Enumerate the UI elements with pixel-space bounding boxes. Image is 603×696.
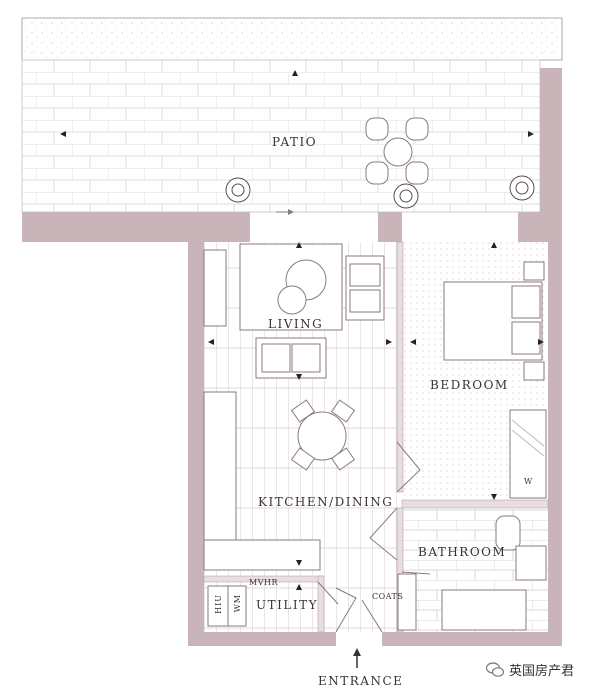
watermark: 英国房产君 [485, 660, 575, 679]
fixture-label-wardrobe: W [524, 477, 533, 486]
patio-bottom-wall-right [518, 212, 562, 242]
bottom-wall-left [188, 632, 336, 646]
basin [515, 545, 547, 581]
wardrobe [509, 409, 547, 499]
room-label-entrance: ENTRANCE [318, 674, 404, 688]
bath-tub [441, 589, 527, 631]
fixture-label-coats: COATS [372, 592, 404, 601]
bedroom-door [396, 441, 421, 493]
bath-utility-door [401, 571, 431, 575]
fixture-label-mvhr: MVHR [249, 578, 278, 587]
fixture-label-hiu: HIU [214, 594, 223, 614]
dimension-arrow-icon [60, 70, 544, 590]
room-label-bathroom: BATHROOM [418, 545, 507, 559]
coats-door [361, 599, 383, 633]
patio-table [383, 137, 413, 167]
wechat-icon [485, 661, 505, 678]
bed-living-wall [396, 241, 404, 493]
watermark-text: 英国房产君 [509, 664, 575, 679]
room-label-utility: UTILITY [256, 598, 318, 612]
entrance-door [335, 587, 357, 633]
kitchen-counter [203, 391, 237, 561]
patio-bottom-wall-left [22, 212, 250, 242]
left-outer-wall [188, 240, 204, 646]
dining-table [297, 411, 347, 461]
coats-rack [397, 573, 417, 631]
patio-paving [21, 59, 541, 213]
utility-door [317, 581, 339, 605]
bathroom-door [369, 507, 398, 561]
utility-right-wall [317, 575, 325, 633]
planting-strip [21, 17, 563, 61]
patio-right-wall [540, 68, 562, 218]
toilet [495, 515, 521, 551]
room-label-bedroom: BEDROOM [430, 378, 509, 392]
room-label-kitchen-dining: KITCHEN/DINING [258, 495, 394, 509]
wm-unit [227, 585, 247, 627]
bottom-wall-right [382, 632, 562, 646]
fixture-label-wm: WM [233, 594, 242, 613]
bath-top-wall [401, 499, 549, 509]
coffee-table-small [277, 285, 307, 315]
right-outer-wall [548, 240, 562, 646]
plant-icon [225, 175, 535, 209]
patio-bottom-wall-mid [378, 212, 402, 242]
bath-left-wall [396, 507, 404, 633]
room-label-living: LIVING [268, 317, 324, 331]
room-label-patio: PATIO [272, 135, 318, 149]
kitchen-counter-return [203, 539, 321, 571]
kitchen-sideboard [203, 249, 227, 327]
